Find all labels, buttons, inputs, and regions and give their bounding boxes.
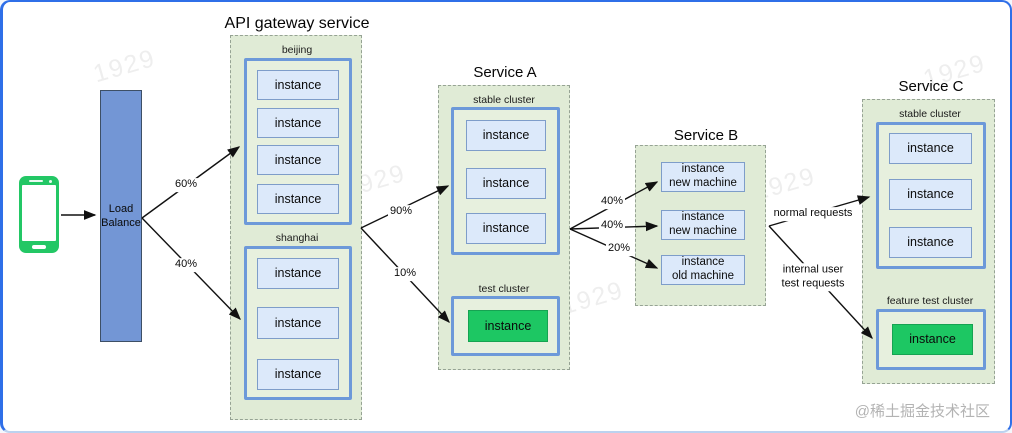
service-c-title: Service C	[898, 78, 964, 95]
edge-label-40-top: 40%	[598, 195, 626, 209]
phone-home-button	[32, 245, 46, 249]
phone-screen	[22, 185, 56, 241]
service-a-test-cluster-label: test cluster	[478, 283, 530, 295]
edge-label-10: 10%	[391, 267, 419, 281]
service-c-instance: instance	[889, 133, 972, 164]
edge-label-internal-test-requests: internal user test requests	[779, 263, 847, 291]
shanghai-instance: instance	[257, 307, 339, 339]
beijing-cluster-label: beijing	[281, 44, 313, 56]
site-credit-watermark: @稀土掘金技术社区	[854, 403, 990, 420]
beijing-instance: instance	[257, 184, 339, 214]
service-a-stable-cluster-label: stable cluster	[473, 94, 535, 106]
edge-label-60: 60%	[172, 178, 200, 192]
diagonal-watermark: 1929	[90, 43, 160, 89]
service-c-test-instance: instance	[892, 324, 973, 355]
service-b-instance: instance new machine	[661, 210, 745, 240]
load-balancer: Load Balance	[100, 90, 142, 342]
beijing-instance: instance	[257, 108, 339, 138]
phone-camera	[49, 179, 52, 183]
service-c-instance: instance	[889, 179, 972, 210]
edge-label-20: 20%	[605, 242, 633, 256]
shanghai-instance: instance	[257, 258, 339, 289]
api-gateway-title: API gateway service	[224, 15, 370, 32]
service-a-instance: instance	[466, 168, 546, 199]
service-c-feature-test-cluster-label: feature test cluster	[886, 295, 974, 307]
smartphone-icon	[19, 176, 59, 253]
service-a-title: Service A	[473, 64, 537, 81]
service-c-instance: instance	[889, 227, 972, 258]
service-b-instance: instance new machine	[661, 162, 745, 192]
service-a-test-instance: instance	[468, 310, 548, 342]
edge-label-90: 90%	[387, 205, 415, 219]
service-c-stable-cluster-label: stable cluster	[899, 108, 961, 120]
edge-label-40: 40%	[172, 258, 200, 272]
beijing-instance: instance	[257, 145, 339, 175]
service-a-instance: instance	[466, 213, 546, 244]
shanghai-instance: instance	[257, 359, 339, 390]
service-a-instance: instance	[466, 120, 546, 151]
phone-speaker	[29, 180, 43, 182]
edge-label-40-middle: 40%	[598, 219, 626, 233]
edge-label-normal-requests: normal requests	[771, 207, 855, 221]
beijing-instance: instance	[257, 70, 339, 100]
service-b-title: Service B	[673, 127, 739, 144]
service-b-instance: instance old machine	[661, 255, 745, 285]
shanghai-cluster-label: shanghai	[275, 232, 319, 244]
